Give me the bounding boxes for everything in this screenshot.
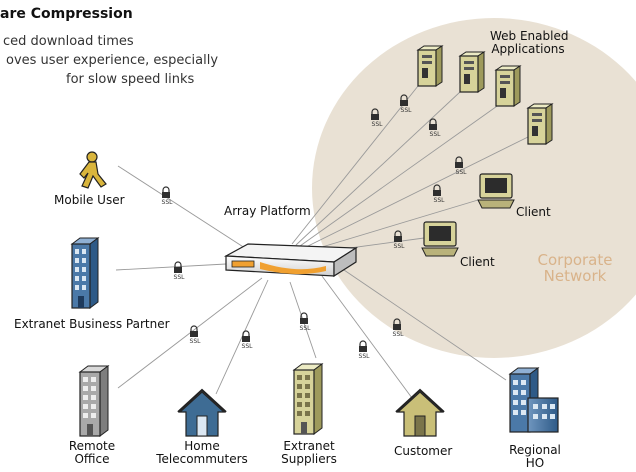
lock-icon [162, 186, 170, 198]
lock-icon [429, 118, 437, 130]
label-client-1: Client [516, 205, 551, 219]
label-remote-office: Remote Office [64, 440, 120, 466]
ssl-label: SSL [242, 343, 254, 350]
lock-icon [400, 94, 408, 106]
ssl-label: SSL [393, 331, 405, 338]
ssl-labels: SSL SSL SSL SSL SSL SSL SSL SSL SSL SSL … [162, 107, 468, 360]
label-home-line-1: Home [184, 439, 220, 453]
header-line-3: for slow speed links [66, 72, 195, 87]
server-icon [494, 65, 522, 107]
lock-icon [359, 340, 367, 352]
lock-icon [174, 261, 182, 273]
lock-icon [242, 330, 250, 342]
label-suppliers-line-2: Suppliers [281, 452, 337, 466]
label-corporate-line-2: Network [543, 267, 607, 285]
walking-person-icon [79, 151, 107, 189]
ssl-locks [162, 94, 463, 352]
label-corporate-line-1: Corporate [537, 251, 613, 269]
label-web-apps-line-2: Applications [491, 42, 565, 56]
lock-icon [433, 184, 441, 196]
server-icon [416, 45, 444, 87]
label-extranet-partner: Extranet Business Partner [14, 317, 170, 331]
server-icon [458, 51, 486, 93]
ssl-label: SSL [456, 169, 468, 176]
label-web-apps-line-1: Web Enabled [490, 29, 569, 43]
building-icon [292, 363, 324, 435]
ssl-label: SSL [190, 338, 202, 345]
lock-icon [455, 156, 463, 168]
ssl-label: SSL [372, 121, 384, 128]
client-computer-icon [477, 173, 515, 209]
label-mobile-user: Mobile User [54, 193, 125, 207]
label-extranet-suppliers: Extranet Suppliers [276, 440, 342, 466]
header-line-2: oves user experience, especially [6, 53, 219, 68]
ssl-label: SSL [174, 274, 186, 281]
ssl-label: SSL [359, 353, 371, 360]
house-icon [395, 388, 445, 437]
client-computer-icon [421, 221, 459, 257]
lock-icon [300, 312, 308, 324]
page-title: are Compression [0, 6, 133, 22]
label-remote-office-line-2: Office [74, 452, 110, 466]
appliance-icon [223, 243, 358, 278]
building-icon [78, 365, 110, 437]
label-home-telecommuters: Home Telecommuters [154, 440, 250, 466]
label-regional-line-2: HO [525, 456, 545, 470]
lock-icon [394, 230, 402, 242]
header-line-1: ced download times [3, 34, 134, 49]
label-home-line-2: Telecommuters [156, 452, 248, 466]
label-corporate-network: Corporate Network [530, 252, 620, 284]
ssl-label: SSL [401, 107, 413, 114]
label-regional-ho: Regional HO [500, 444, 570, 470]
label-suppliers-line-1: Extranet [283, 439, 335, 453]
label-remote-office-line-1: Remote [68, 439, 116, 453]
server-icon [526, 103, 554, 145]
label-array-platform: Array Platform [224, 204, 311, 218]
ssl-label: SSL [434, 197, 446, 204]
corporate-network-area [312, 18, 636, 358]
ssl-label: SSL [300, 325, 312, 332]
label-customer: Customer [394, 444, 453, 458]
lock-icon [371, 108, 379, 120]
building-icon [508, 367, 559, 433]
label-regional-line-1: Regional [509, 443, 561, 457]
house-icon [177, 388, 227, 437]
ssl-label: SSL [162, 199, 174, 206]
lock-icon [393, 318, 401, 330]
ssl-label: SSL [430, 131, 442, 138]
building-icon [70, 237, 100, 309]
ssl-label: SSL [394, 243, 406, 250]
label-web-apps: Web Enabled Applications [490, 29, 569, 56]
label-client-2: Client [460, 255, 495, 269]
lock-icon [190, 325, 198, 337]
